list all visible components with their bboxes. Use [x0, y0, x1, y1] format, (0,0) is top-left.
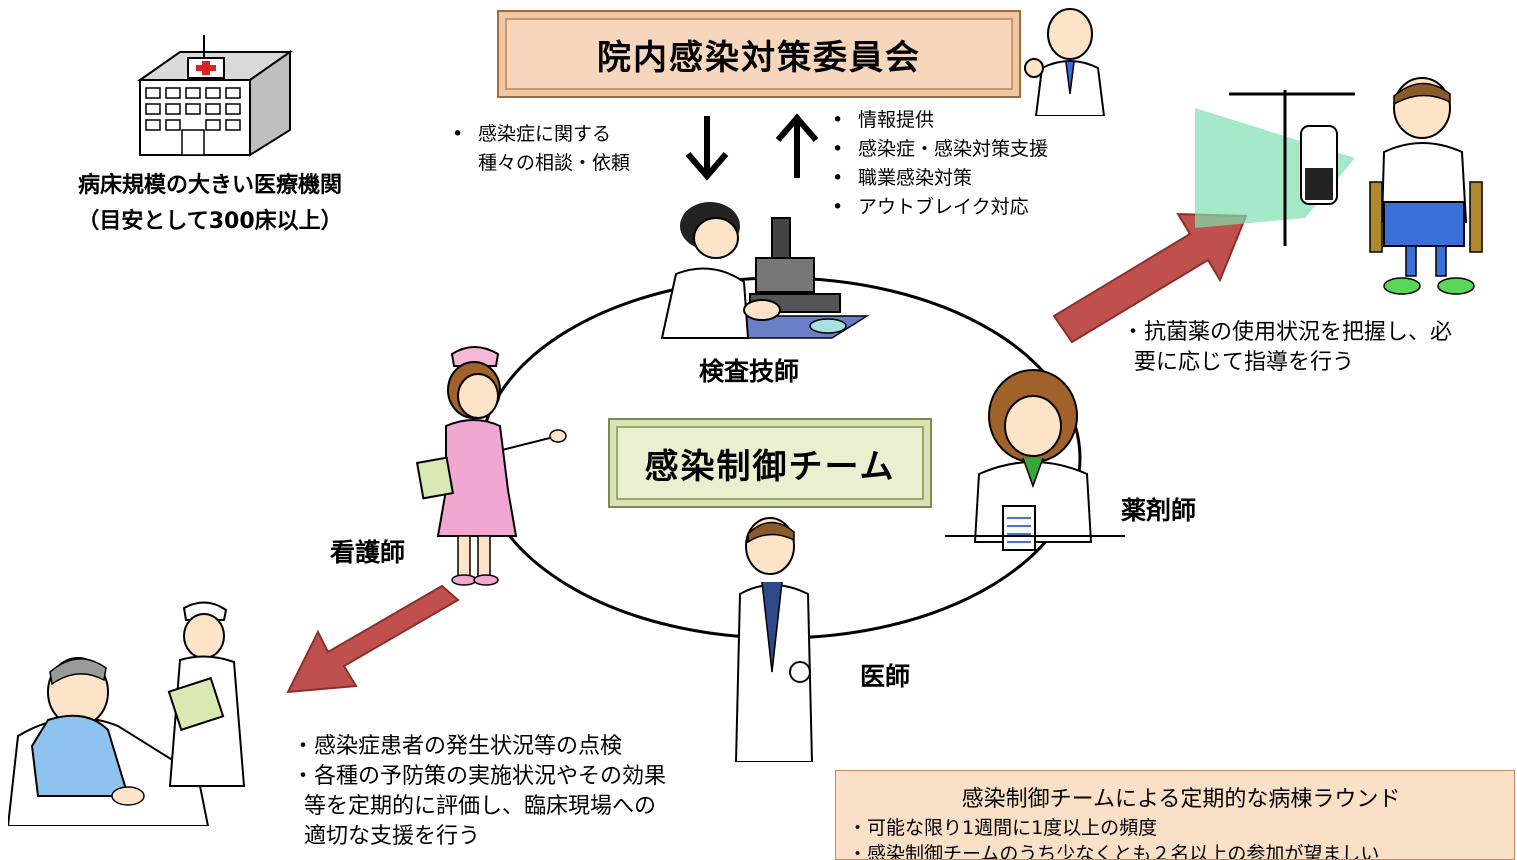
doctor-icon — [734, 517, 814, 762]
hospital-building-icon — [136, 35, 294, 157]
ward-round-title: 感染制御チームによる定期的な病棟ラウンド — [961, 787, 1401, 812]
seated-doctor-icon — [1369, 77, 1483, 295]
antibiotic-line: 要に応じて指導を行う — [1134, 350, 1355, 375]
request-item: 感染症に関する — [452, 120, 630, 149]
committee-box: 院内感染対策委員会 — [497, 10, 1021, 98]
ward-round-frequency: ・可能な限り1週間に1度以上の頻度 — [848, 817, 1158, 839]
ward-evaluation-text: ・感染症患者の発生状況等の点検 ・各種の予防策の実施状況やその効果 等を定期的に… — [292, 732, 666, 852]
ward-line: ・各種の予防策の実施状況やその効果 — [292, 764, 667, 789]
patient-and-nurse-icon — [8, 601, 246, 826]
doctor-label: 医師 — [860, 662, 911, 691]
ward-line: 適切な支援を行う — [304, 824, 481, 849]
down-arrow-icon — [685, 116, 729, 181]
ward-line: 等を定期的に評価し、臨床現場への — [304, 794, 657, 819]
antibiotic-line: ・抗菌薬の使用状況を把握し、必 — [1122, 320, 1453, 345]
team-title: 感染制御チーム — [644, 446, 896, 487]
committee-doctor-icon — [1024, 8, 1106, 116]
hospital-label: 病床規模の大きい医療機関 （目安として300床以上） — [40, 168, 380, 240]
pharmacist-label: 薬剤師 — [1121, 496, 1197, 525]
support-item: 感染症・感染対策支援 — [832, 135, 1048, 164]
team-box: 感染制御チーム — [608, 418, 932, 508]
support-list: 情報提供 感染症・感染対策支援 職業感染対策 アウトブレイク対応 — [832, 106, 1048, 222]
ward-round-members: ・感染制御チームのうち少なくとも２名以上の参加が望ましい — [848, 843, 1380, 860]
support-item: 職業感染対策 — [832, 164, 1048, 193]
hospital-name: 病床規模の大きい医療機関 — [77, 173, 342, 198]
up-arrow-icon — [775, 113, 819, 178]
request-list: 感染症に関する 種々の相談・依頼 — [452, 120, 630, 178]
pharmacist-icon — [945, 369, 1125, 551]
request-item: 種々の相談・依頼 — [478, 152, 631, 174]
support-item: アウトブレイク対応 — [832, 193, 1048, 222]
nurse-label: 看護師 — [330, 538, 406, 567]
ward-round-box: 感染制御チームによる定期的な病棟ラウンド ・可能な限り1週間に1度以上の頻度 ・… — [835, 770, 1515, 860]
iv-drip-icon — [1195, 90, 1355, 246]
red-arrow-up-right — [1052, 212, 1248, 344]
nurse-icon — [415, 346, 567, 586]
antibiotic-guidance-text: ・抗菌薬の使用状況を把握し、必 要に応じて指導を行う — [1122, 318, 1452, 378]
hospital-size-note: （目安として300床以上） — [77, 209, 343, 234]
lab-tech-label: 検査技師 — [699, 357, 800, 386]
support-item: 情報提供 — [832, 106, 1048, 135]
ward-line: ・感染症患者の発生状況等の点検 — [292, 734, 623, 759]
committee-title: 院内感染対策委員会 — [597, 37, 921, 78]
red-arrow-down-left — [286, 584, 460, 694]
lab-technician-icon — [660, 202, 870, 339]
